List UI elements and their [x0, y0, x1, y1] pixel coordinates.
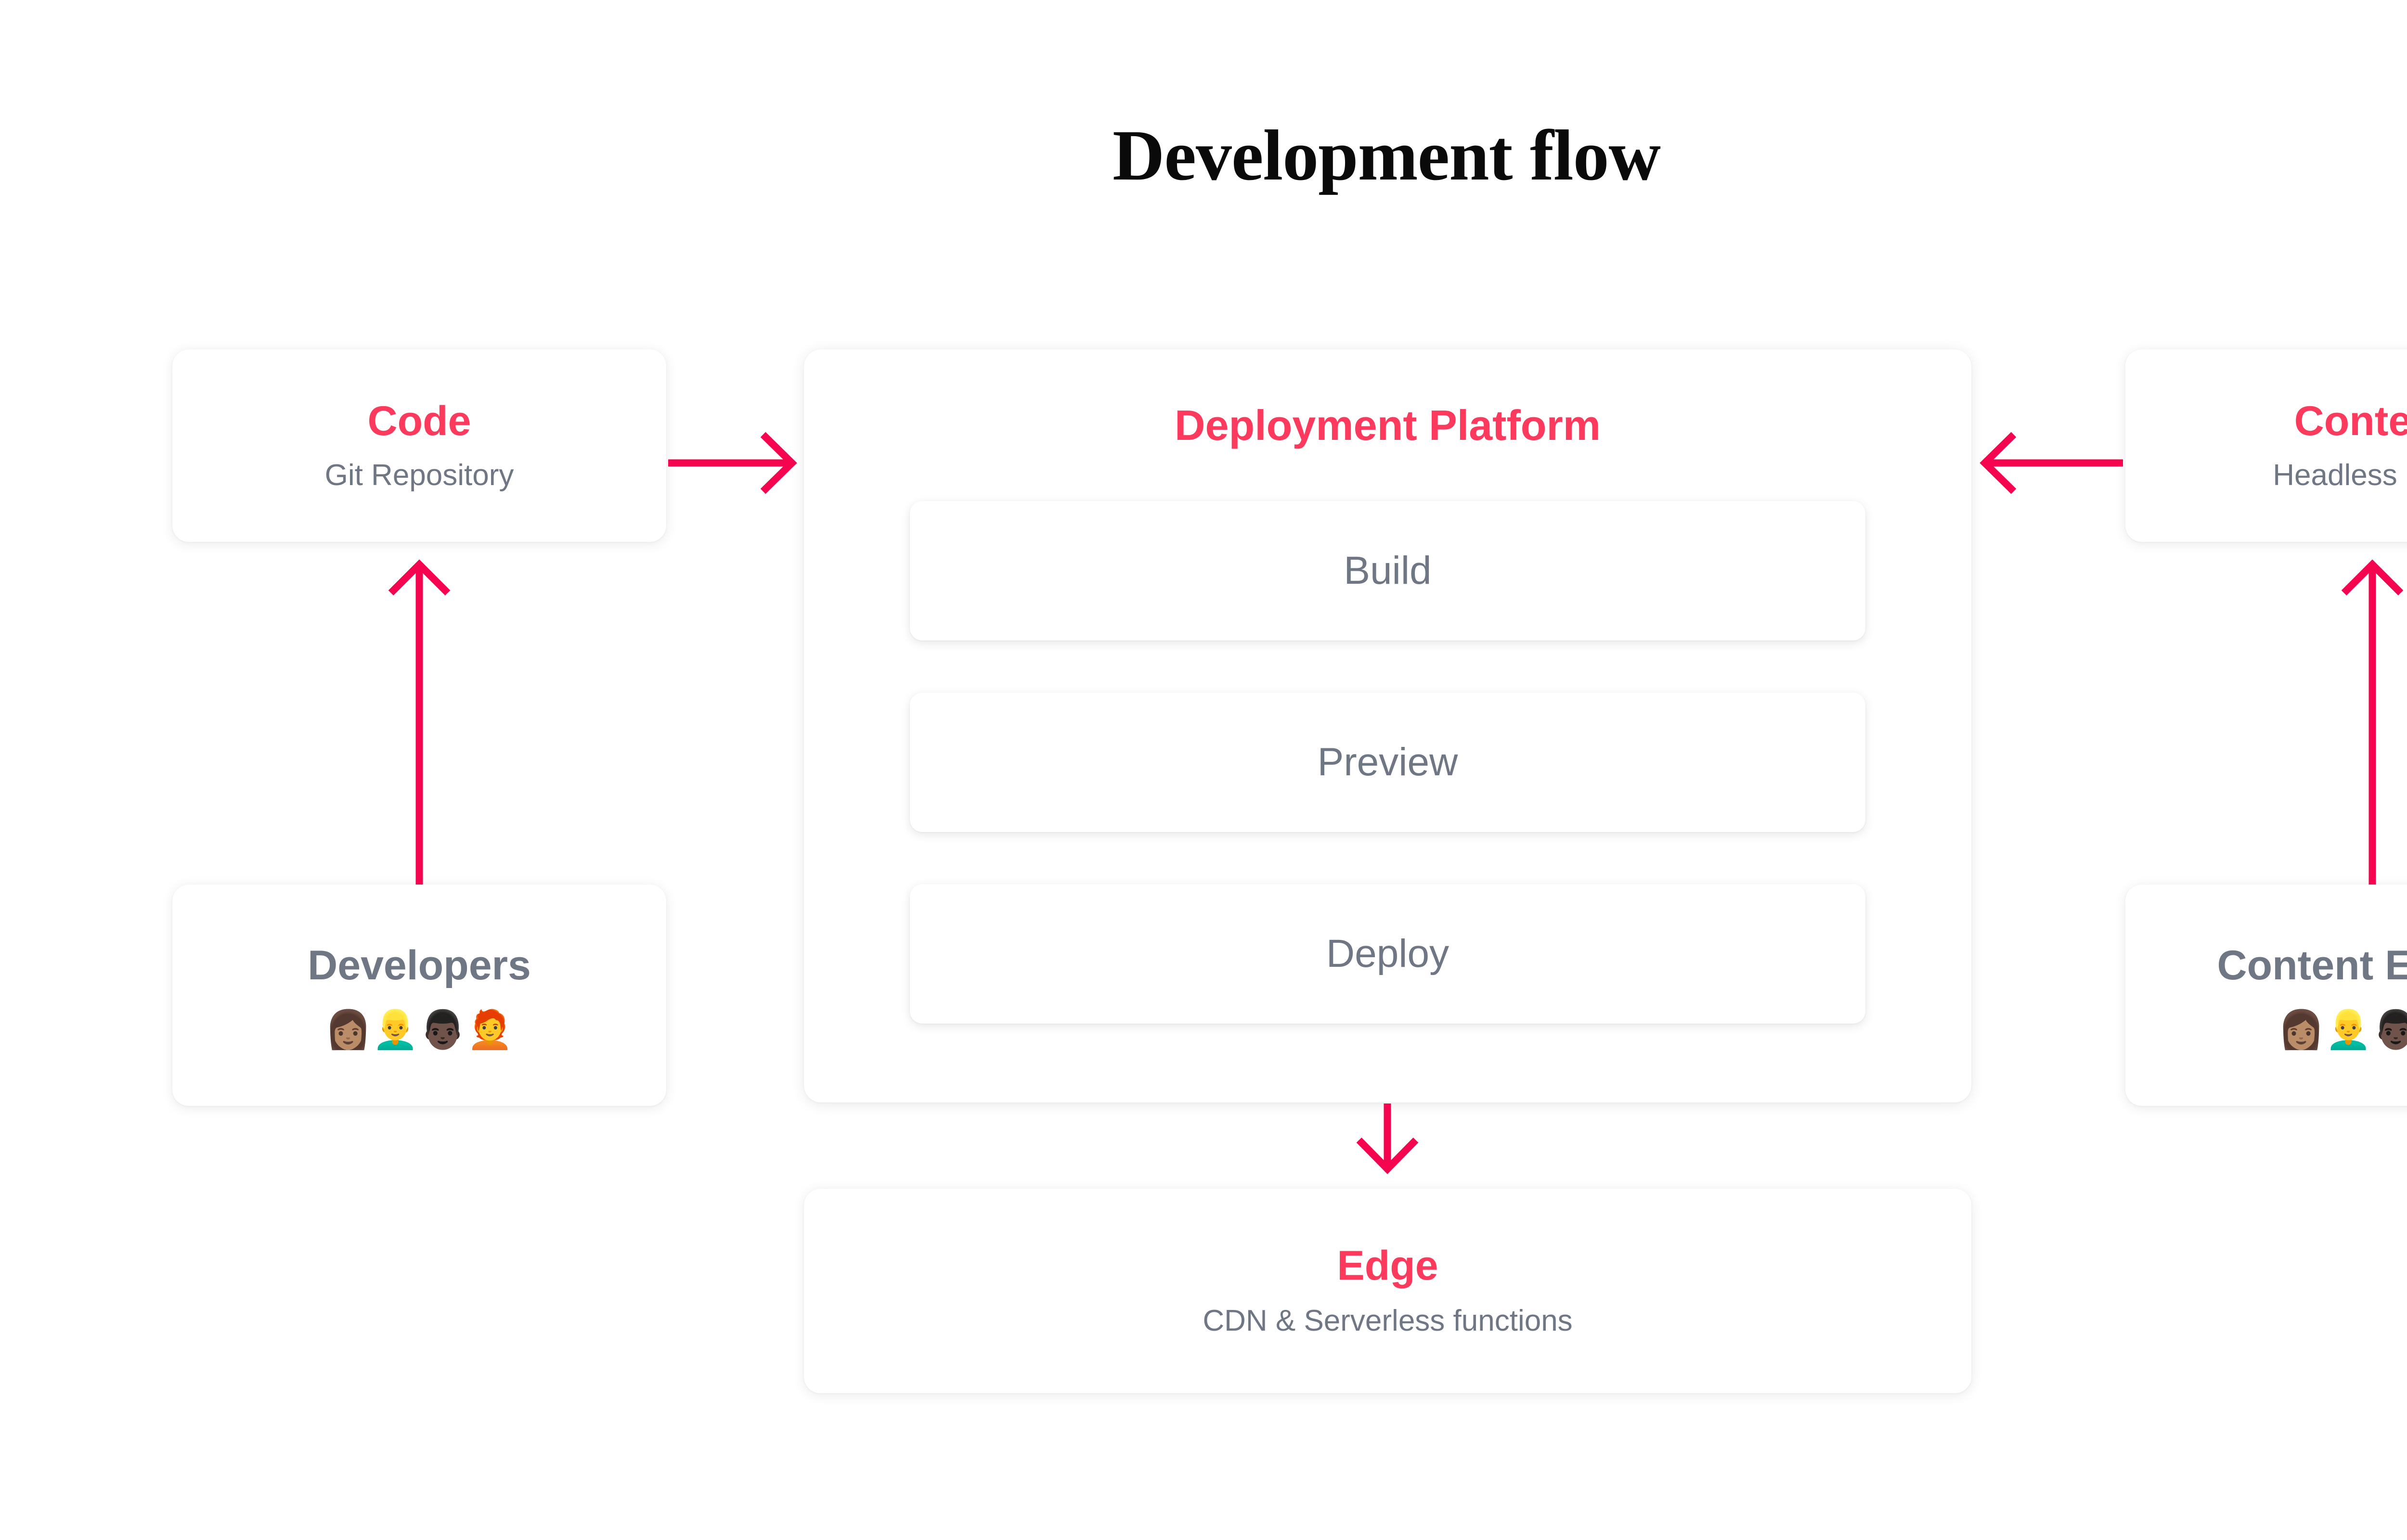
people-group-icon: 👩🏽👱‍♂️👨🏿🧑‍🦰: [324, 1008, 514, 1051]
node-content-subtitle: Headless CMS: [2273, 458, 2407, 492]
arrow-code-to-platform: [668, 432, 797, 494]
platform-stage-preview[interactable]: Preview: [910, 693, 1865, 832]
arrow-editors-to-content: [2341, 559, 2404, 885]
node-code-title: Code: [367, 398, 471, 444]
node-deployment-platform-title: Deployment Platform: [1174, 401, 1601, 449]
node-content-editors[interactable]: Content Editors 👩🏽👱‍♂️👨🏿🧑‍🦰: [2125, 885, 2407, 1106]
arrow-content-to-platform: [1980, 432, 2123, 494]
node-content-title: Content: [2294, 398, 2407, 444]
platform-stage-build[interactable]: Build: [910, 501, 1865, 641]
platform-stage-deploy-label: Deploy: [1326, 932, 1449, 975]
node-edge-subtitle: CDN & Serverless functions: [1203, 1304, 1573, 1338]
node-content[interactable]: Content Headless CMS: [2125, 349, 2407, 542]
node-deployment-platform[interactable]: Deployment Platform Build Preview Deploy: [804, 349, 1971, 1103]
node-developers-title: Developers: [308, 942, 531, 988]
arrow-developers-to-code: [388, 559, 451, 885]
platform-stage-build-label: Build: [1344, 549, 1432, 592]
node-edge[interactable]: Edge CDN & Serverless functions: [804, 1189, 1971, 1393]
platform-stage-deploy[interactable]: Deploy: [910, 884, 1865, 1024]
node-edge-title: Edge: [1337, 1243, 1438, 1289]
page-title: Development flow: [1113, 116, 1661, 195]
node-code-subtitle: Git Repository: [324, 458, 514, 492]
node-developers[interactable]: Developers 👩🏽👱‍♂️👨🏿🧑‍🦰: [172, 885, 666, 1106]
arrow-platform-to-edge: [1356, 1104, 1419, 1174]
node-code[interactable]: Code Git Repository: [172, 349, 666, 542]
people-group-icon: 👩🏽👱‍♂️👨🏿🧑‍🦰: [2278, 1008, 2407, 1051]
platform-stage-preview-label: Preview: [1317, 740, 1458, 784]
node-content-editors-title: Content Editors: [2217, 942, 2407, 988]
